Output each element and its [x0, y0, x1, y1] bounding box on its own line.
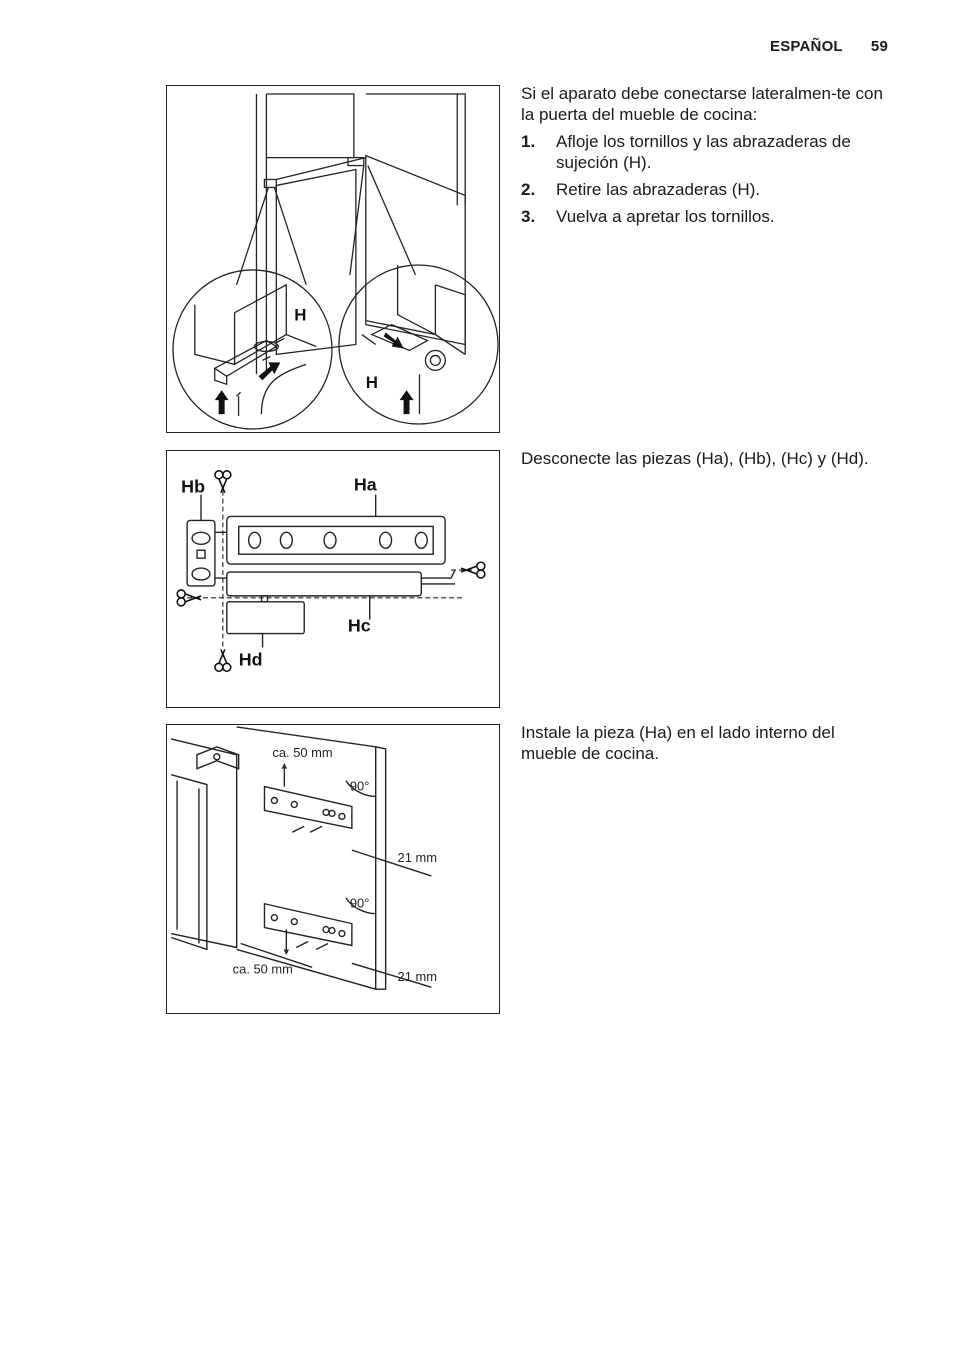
label-angle-top: 90°	[350, 779, 370, 794]
step-number: 2.	[521, 180, 536, 199]
label-depth-top: 21 mm	[398, 850, 437, 865]
step-item: 3. Vuelva a apretar los tornillos.	[521, 206, 891, 227]
page-number: 59	[870, 38, 888, 55]
parts-disconnect-illustration: Hb Ha Hc Hd	[176, 470, 486, 673]
section2-text: Desconecte las piezas (Ha), (Hb), (Hc) y…	[521, 449, 869, 468]
label-angle-bottom: 90°	[350, 896, 370, 911]
step-text: Afloje los tornillos y las abrazaderas d…	[556, 132, 851, 172]
figure-install-ha: ca. 50 mm 90° 21 mm 90° ca. 50 mm 21 mm	[166, 724, 500, 1014]
bracket-removal-illustration: H H	[172, 93, 499, 430]
label-offset-top: ca. 50 mm	[272, 745, 332, 760]
scissors-icon	[176, 470, 486, 673]
section1-intro: Si el aparato debe conectarse lateralmen…	[521, 84, 883, 124]
section-conectar-lateral: Si el aparato debe conectarse lateralmen…	[521, 83, 891, 233]
figure-remove-brackets: H H	[166, 85, 500, 433]
step-number: 1.	[521, 132, 536, 151]
label-offset-bottom: ca. 50 mm	[233, 961, 293, 976]
label-hd: Hd	[239, 649, 263, 669]
step-text: Retire las abrazaderas (H).	[556, 180, 761, 199]
step-text: Vuelva a apretar los tornillos.	[556, 207, 775, 226]
section-title: ESPAÑOL	[770, 38, 843, 55]
step-number: 3.	[521, 207, 536, 226]
step-item: 2. Retire las abrazaderas (H).	[521, 179, 891, 200]
section-instalar-pieza: Instale la pieza (Ha) en el lado interno…	[521, 722, 891, 764]
label-depth-bottom: 21 mm	[398, 969, 437, 984]
label-hc: Hc	[348, 616, 371, 636]
section3-text: Instale la pieza (Ha) en el lado interno…	[521, 723, 835, 763]
figure-disconnect-parts: Hb Ha Hc Hd	[166, 450, 500, 708]
section-desconectar-piezas: Desconecte las piezas (Ha), (Hb), (Hc) y…	[521, 448, 891, 469]
label-h-right: H	[366, 373, 378, 392]
steps-list: 1. Afloje los tornillos y las abrazadera…	[521, 131, 891, 227]
install-ha-illustration: ca. 50 mm 90° 21 mm 90° ca. 50 mm 21 mm	[170, 726, 437, 991]
page-header: ESPAÑOL 59	[770, 38, 888, 55]
step-item: 1. Afloje los tornillos y las abrazadera…	[521, 131, 891, 173]
label-hb: Hb	[181, 477, 205, 497]
label-h-left: H	[294, 306, 306, 325]
label-ha: Ha	[354, 475, 378, 495]
